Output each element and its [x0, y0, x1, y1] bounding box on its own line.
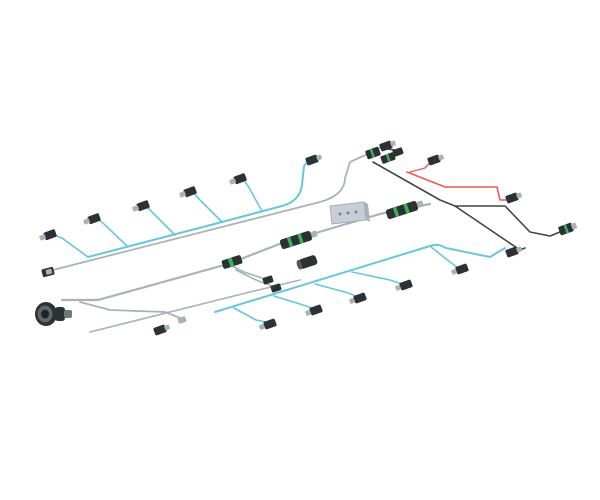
- drop-cable: [314, 283, 357, 297]
- inline-connector: [279, 230, 318, 250]
- connectors: [35, 140, 578, 336]
- connector: [259, 318, 277, 330]
- gray-cable: [227, 263, 263, 279]
- connector: [262, 275, 274, 285]
- connector: [395, 279, 413, 291]
- connector: [505, 192, 522, 204]
- round-connector: [35, 302, 72, 326]
- connector: [451, 263, 469, 275]
- connector: [305, 154, 322, 166]
- connector: [379, 140, 396, 152]
- drop-cable: [242, 178, 263, 212]
- connector: [558, 222, 578, 236]
- connector: [270, 283, 282, 293]
- blue-trunk-cable: [87, 160, 309, 258]
- connector: [229, 173, 247, 185]
- dark-and-red-branch: [372, 147, 566, 251]
- lower-blue-branch: [214, 243, 506, 323]
- drop-cable: [273, 295, 313, 309]
- connector: [305, 304, 323, 316]
- connector: [39, 229, 57, 241]
- drop-cable: [429, 245, 459, 269]
- upper-blue-branch: [53, 160, 309, 258]
- connector: [392, 147, 404, 157]
- drop-cable: [97, 218, 129, 248]
- red-cable: [406, 171, 511, 201]
- drop-cable: [233, 307, 267, 323]
- connector: [349, 292, 367, 304]
- gray-cable: [89, 279, 301, 333]
- inline-connector: [385, 200, 424, 220]
- connector: [505, 246, 522, 258]
- connector: [179, 186, 197, 198]
- connector: [427, 154, 444, 166]
- connector: [380, 152, 396, 164]
- gray-cable: [79, 301, 181, 319]
- connector: [41, 266, 55, 278]
- connector: [83, 213, 101, 225]
- cylinder-connector: [296, 255, 318, 270]
- connector: [177, 316, 187, 324]
- connector: [153, 324, 170, 336]
- connector: [365, 146, 381, 160]
- mounting-plate: [329, 201, 370, 225]
- inline-connector: [221, 255, 243, 269]
- drop-cable: [351, 271, 403, 285]
- drop-cable: [53, 234, 89, 258]
- drop-cable: [145, 205, 176, 236]
- drop-cable: [192, 191, 223, 223]
- dark-cable: [454, 205, 566, 237]
- gray-cable: [44, 151, 373, 273]
- connector: [132, 200, 150, 212]
- gray-cable: [60, 202, 432, 302]
